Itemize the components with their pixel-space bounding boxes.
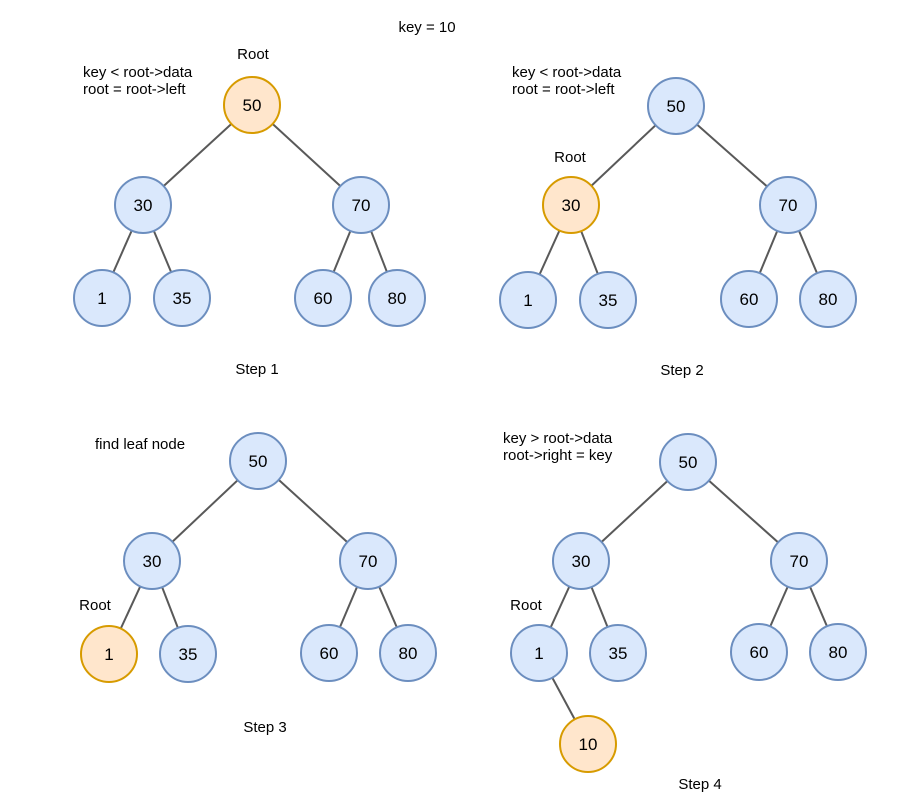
annotation-step4-line2: root->right = key — [503, 447, 613, 464]
node-step4-10: 10 — [559, 715, 617, 773]
node-step1-80: 80 — [368, 269, 426, 327]
node-step3-1: 1 — [80, 625, 138, 683]
node-step2-1: 1 — [499, 271, 557, 329]
diagram-title: key = 10 — [398, 19, 456, 36]
node-step1-50: 50 — [223, 76, 281, 134]
node-step4-70: 70 — [770, 532, 828, 590]
node-step1-70: 70 — [332, 176, 390, 234]
annotation-step1: key < root->data root = root->left — [83, 64, 192, 98]
root-pointer-step1: Root — [237, 46, 269, 63]
annotation-step4: key > root->data root->right = key — [503, 430, 612, 464]
step1-label: Step 1 — [235, 361, 279, 378]
annotation-step3-line1: find leaf node — [95, 436, 186, 453]
node-step3-60: 60 — [300, 624, 358, 682]
annotation-step1-line1: key < root->data — [83, 64, 193, 81]
node-step4-30: 30 — [552, 532, 610, 590]
node-step3-70: 70 — [339, 532, 397, 590]
node-step4-1: 1 — [510, 624, 568, 682]
annotation-step2-line2: root = root->left — [512, 81, 615, 98]
annotation-step1-line2: root = root->left — [83, 81, 186, 98]
node-step3-80: 80 — [379, 624, 437, 682]
node-step1-30: 30 — [114, 176, 172, 234]
node-step2-70: 70 — [759, 176, 817, 234]
annotation-step2: key < root->data root = root->left — [512, 64, 621, 98]
annotation-step3: find leaf node — [95, 436, 185, 453]
node-step2-50: 50 — [647, 77, 705, 135]
root-pointer-step2: Root — [554, 149, 586, 166]
root-pointer-step4: Root — [510, 597, 542, 614]
node-step1-35: 35 — [153, 269, 211, 327]
node-step2-80: 80 — [799, 270, 857, 328]
node-step3-30: 30 — [123, 532, 181, 590]
node-step4-35: 35 — [589, 624, 647, 682]
node-step2-30: 30 — [542, 176, 600, 234]
annotation-step4-line1: key > root->data — [503, 430, 613, 447]
step4-label: Step 4 — [678, 776, 722, 793]
node-step2-35: 35 — [579, 271, 637, 329]
step2-label: Step 2 — [660, 362, 704, 379]
node-step1-60: 60 — [294, 269, 352, 327]
node-step1-1: 1 — [73, 269, 131, 327]
node-step2-60: 60 — [720, 270, 778, 328]
annotation-step2-line1: key < root->data — [512, 64, 622, 81]
node-step3-35: 35 — [159, 625, 217, 683]
node-step3-50: 50 — [229, 432, 287, 490]
root-pointer-step3: Root — [79, 597, 111, 614]
node-step4-50: 50 — [659, 433, 717, 491]
step3-label: Step 3 — [243, 719, 287, 736]
node-step4-80: 80 — [809, 623, 867, 681]
node-step4-60: 60 — [730, 623, 788, 681]
